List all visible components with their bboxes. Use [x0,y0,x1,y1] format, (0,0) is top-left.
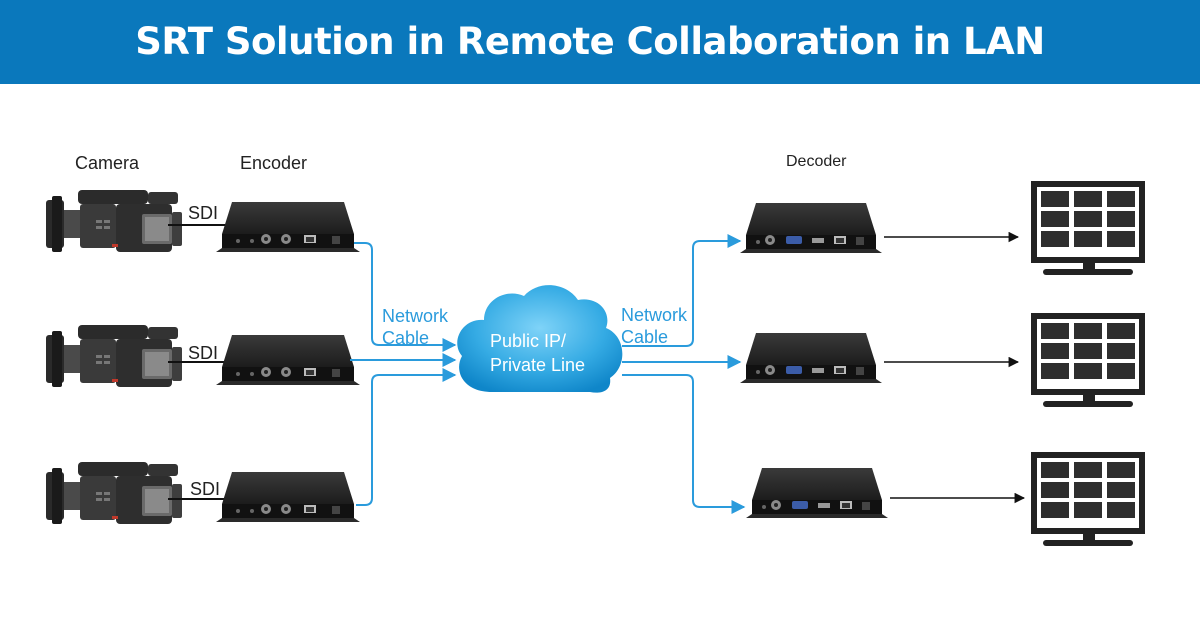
title-banner: SRT Solution in Remote Collaboration in … [0,0,1200,84]
network-link [354,242,457,352]
network-cable-label-right: Network Cable [621,304,687,348]
camera-column-label: Camera [75,153,140,173]
video-camera-icon [46,190,182,252]
network-link [356,368,457,506]
monitor-grid-icon [1031,181,1145,275]
network-cable-line: Cable [382,328,430,348]
network-cable-label-left: Network Cable [382,305,448,349]
network-cable-line: Cable [621,327,669,347]
encoder-box-icon [216,472,360,522]
video-camera-icon [46,325,182,387]
cloud-label-line-1: Public IP/ [490,331,566,351]
network-link [622,374,746,514]
cloud-label-line-2: Private Line [490,355,585,375]
monitor-grid-icon [1031,313,1145,407]
sdi-label: SDI [188,343,219,363]
decoder-box-icon [746,468,888,518]
monitor-grid-icon [1031,452,1145,546]
sdi-label: SDI [190,479,221,499]
decoder-column-label: Decoder [786,153,847,170]
video-camera-icon [46,462,182,524]
encoder-column-label: Encoder [240,153,308,173]
page-title: SRT Solution in Remote Collaboration in … [135,20,1045,63]
network-cable-line: Network [382,306,449,326]
cloud-icon [457,285,623,393]
network-link [622,234,742,347]
decoder-box-icon [740,203,882,253]
network-cable-line: Network [621,305,688,325]
sdi-label: SDI [188,203,219,223]
decoder-box-icon [740,333,882,383]
encoder-box-icon [216,335,360,385]
encoder-box-icon [216,202,360,252]
